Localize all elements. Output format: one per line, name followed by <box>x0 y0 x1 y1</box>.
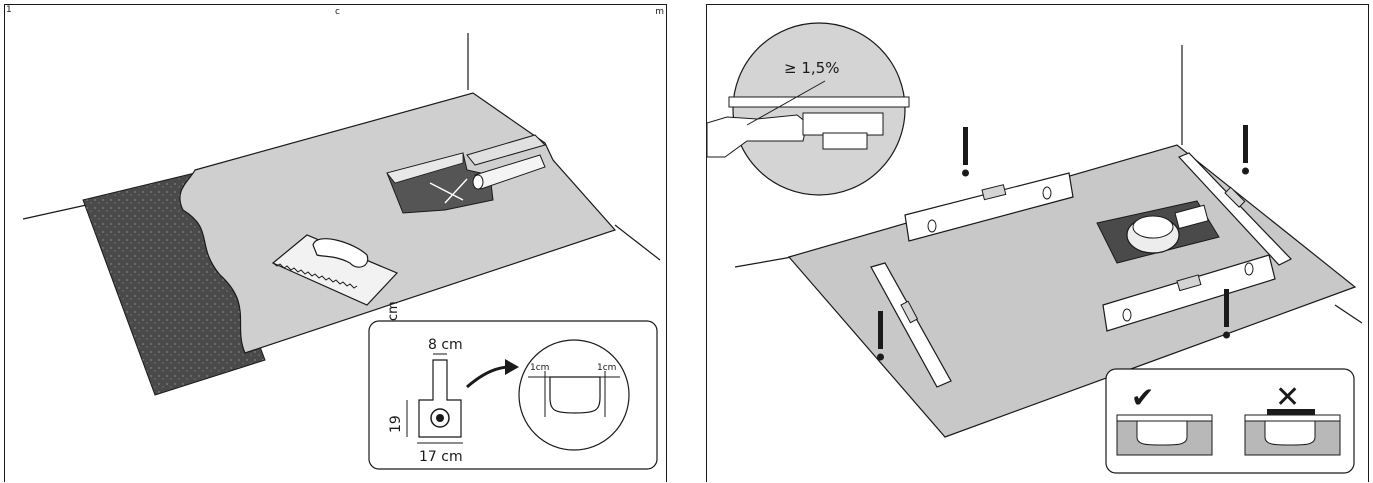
label-1cm-right: 1cm <box>597 363 616 373</box>
label-8cm: 8 cm <box>428 337 463 353</box>
incorrect-install-section <box>1244 409 1341 456</box>
correct-install-section <box>1116 414 1213 456</box>
slope-line <box>746 80 826 126</box>
slope-surface <box>728 96 910 108</box>
warning-exclamation-icon <box>1242 125 1249 175</box>
drain-top <box>1132 215 1174 239</box>
cutout-edge <box>386 152 464 184</box>
slope-value: ≥ 1,5% <box>784 59 839 77</box>
detail-circle <box>518 339 630 451</box>
spirit-level-bottom <box>1102 254 1276 332</box>
slope-drain-base <box>822 132 868 150</box>
right-panel: ≥ 1,5% ✔ ✕ <box>706 4 1369 482</box>
mortar-layer <box>82 172 266 396</box>
wall-base-line-right <box>1334 304 1363 324</box>
drain-outline <box>418 359 462 438</box>
corner-label-right: m <box>655 7 664 17</box>
floor-screed-illustration: 8 cm 17 cm 19 1cm 1cm cm <box>22 33 661 470</box>
label-cm-side: cm <box>386 301 401 321</box>
arrow-head <box>505 359 519 375</box>
spirit-level-right <box>1177 152 1292 266</box>
left-panel: 1 c m <box>4 4 667 482</box>
spirit-level-left <box>870 262 952 388</box>
corner-label-center: c <box>335 7 340 17</box>
slope-drain <box>802 112 884 136</box>
spirit-level-top <box>904 172 1074 242</box>
check-mark-icon: ✔ <box>1131 381 1154 414</box>
corner-label-left: 1 <box>6 5 12 15</box>
warning-exclamation-icon <box>1223 289 1230 339</box>
notched-trowel <box>271 234 399 306</box>
cross-mark-b <box>444 178 468 204</box>
warning-exclamation-icon <box>962 127 969 177</box>
wall-base-line-right <box>614 224 661 261</box>
warning-exclamation-icon <box>877 311 884 361</box>
drain-outlet <box>1174 204 1209 230</box>
wall-base-line-left <box>734 256 793 268</box>
wall-step <box>466 134 546 166</box>
drain-section <box>549 376 601 414</box>
slope-magnifier <box>732 22 906 196</box>
label-19: 19 <box>388 415 404 433</box>
label-1cm-left: 1cm <box>530 363 549 373</box>
drain-center <box>436 414 444 422</box>
cross-mark-a <box>429 182 464 201</box>
leveling-illustration: ≥ 1,5% ✔ ✕ <box>707 22 1363 474</box>
label-17cm: 17 cm <box>419 449 463 465</box>
pipe-opening <box>472 174 484 190</box>
floor-board <box>179 92 617 354</box>
